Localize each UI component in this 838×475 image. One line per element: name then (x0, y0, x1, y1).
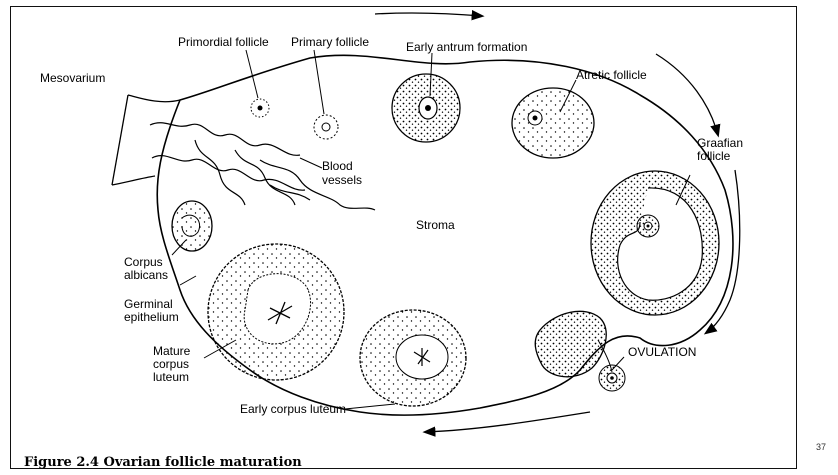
slide-number: 37 (816, 442, 826, 452)
primary-follicle (314, 115, 338, 139)
mature-corpus-luteum (208, 244, 344, 380)
label-mature-cl-line3: luteum (153, 371, 189, 384)
early-antrum-follicle (392, 74, 460, 142)
graafian-follicle (591, 171, 719, 315)
ovulation-follicle (535, 311, 625, 391)
label-germinal-line2: epithelium (124, 311, 179, 324)
label-stroma: Stroma (416, 219, 455, 232)
label-mesovarium: Mesovarium (40, 72, 105, 85)
label-blood-line1: Blood (322, 160, 353, 173)
label-graafian-line2: follicle (697, 150, 730, 163)
corpus-albicans (172, 201, 212, 251)
label-corpus-albicans-line2: albicans (124, 269, 168, 282)
label-early-antrum-formation: Early antrum formation (406, 41, 527, 54)
label-blood-line2: vessels (322, 174, 362, 187)
label-primary-follicle: Primary follicle (291, 36, 369, 49)
primordial-follicle (251, 99, 269, 117)
mesovarium-shape (112, 95, 180, 185)
label-ovulation: OVULATION (628, 346, 696, 359)
figure-caption: Figure 2.4 Ovarian follicle maturation (24, 455, 302, 470)
early-corpus-luteum (360, 310, 466, 406)
label-early-corpus-luteum: Early corpus luteum (240, 403, 346, 416)
label-primordial-follicle: Primordial follicle (178, 36, 269, 49)
label-atretic-follicle: Atretic follicle (576, 69, 647, 82)
atretic-follicle (512, 88, 594, 158)
